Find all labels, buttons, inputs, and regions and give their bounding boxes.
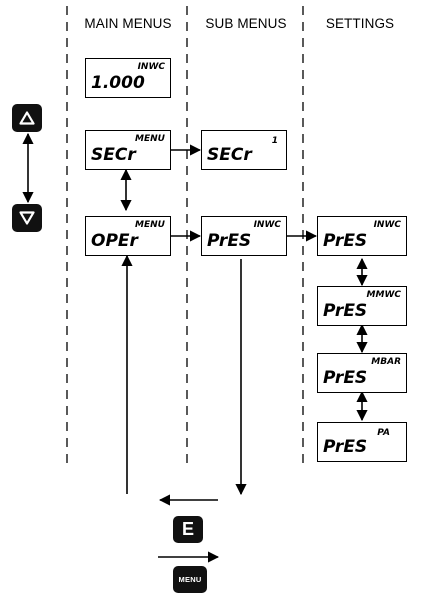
display-settings-mbar: PrES MBAR (317, 353, 407, 393)
display-main-secr: SECr MENU (85, 130, 171, 170)
display-settings-pa: PrES PA (317, 422, 407, 462)
display-settings-mbar-text: PrES (323, 368, 368, 388)
enter-key[interactable]: E (173, 516, 203, 543)
up-triangle-icon (19, 111, 35, 125)
display-settings-inwc: PrES INWC (317, 216, 407, 256)
display-main-value-unit: INWC (137, 62, 165, 72)
main-menus-heading: MAIN MENUS (84, 16, 172, 31)
display-sub-pres-text: PrES (207, 231, 252, 251)
column-dividers (66, 6, 304, 470)
display-settings-mmwc-unit: MMWC (366, 290, 401, 300)
display-settings-inwc-text: PrES (323, 231, 368, 251)
display-main-secr-text: SECr (91, 145, 136, 165)
display-sub-pres-unit: INWC (253, 220, 281, 230)
sub-menus-heading: SUB MENUS (205, 16, 287, 31)
menu-key[interactable]: MENU (173, 566, 207, 593)
display-main-secr-unit: MENU (135, 134, 165, 144)
display-main-oper-text: OPEr (91, 231, 138, 251)
display-settings-mmwc-text: PrES (323, 301, 368, 321)
display-sub-secr-unit: 1 (271, 136, 278, 146)
display-main-oper-unit: MENU (135, 220, 165, 230)
display-settings-mmwc: PrES MMWC (317, 286, 407, 326)
down-triangle-icon (19, 211, 35, 225)
display-sub-pres: PrES INWC (201, 216, 287, 256)
display-main-oper: OPEr MENU (85, 216, 171, 256)
down-key[interactable] (12, 204, 42, 232)
display-settings-mbar-unit: MBAR (371, 357, 401, 367)
display-settings-pa-unit: PA (377, 428, 390, 438)
display-sub-secr: SECr 1 (201, 130, 287, 170)
display-sub-secr-text: SECr (207, 145, 252, 165)
display-settings-inwc-unit: INWC (373, 220, 401, 230)
settings-heading: SETTINGS (325, 16, 395, 31)
up-key[interactable] (12, 104, 42, 132)
display-settings-pa-text: PrES (323, 437, 368, 457)
display-main-value: 1.000 INWC (85, 58, 171, 98)
display-main-value-text: 1.000 (91, 73, 145, 93)
